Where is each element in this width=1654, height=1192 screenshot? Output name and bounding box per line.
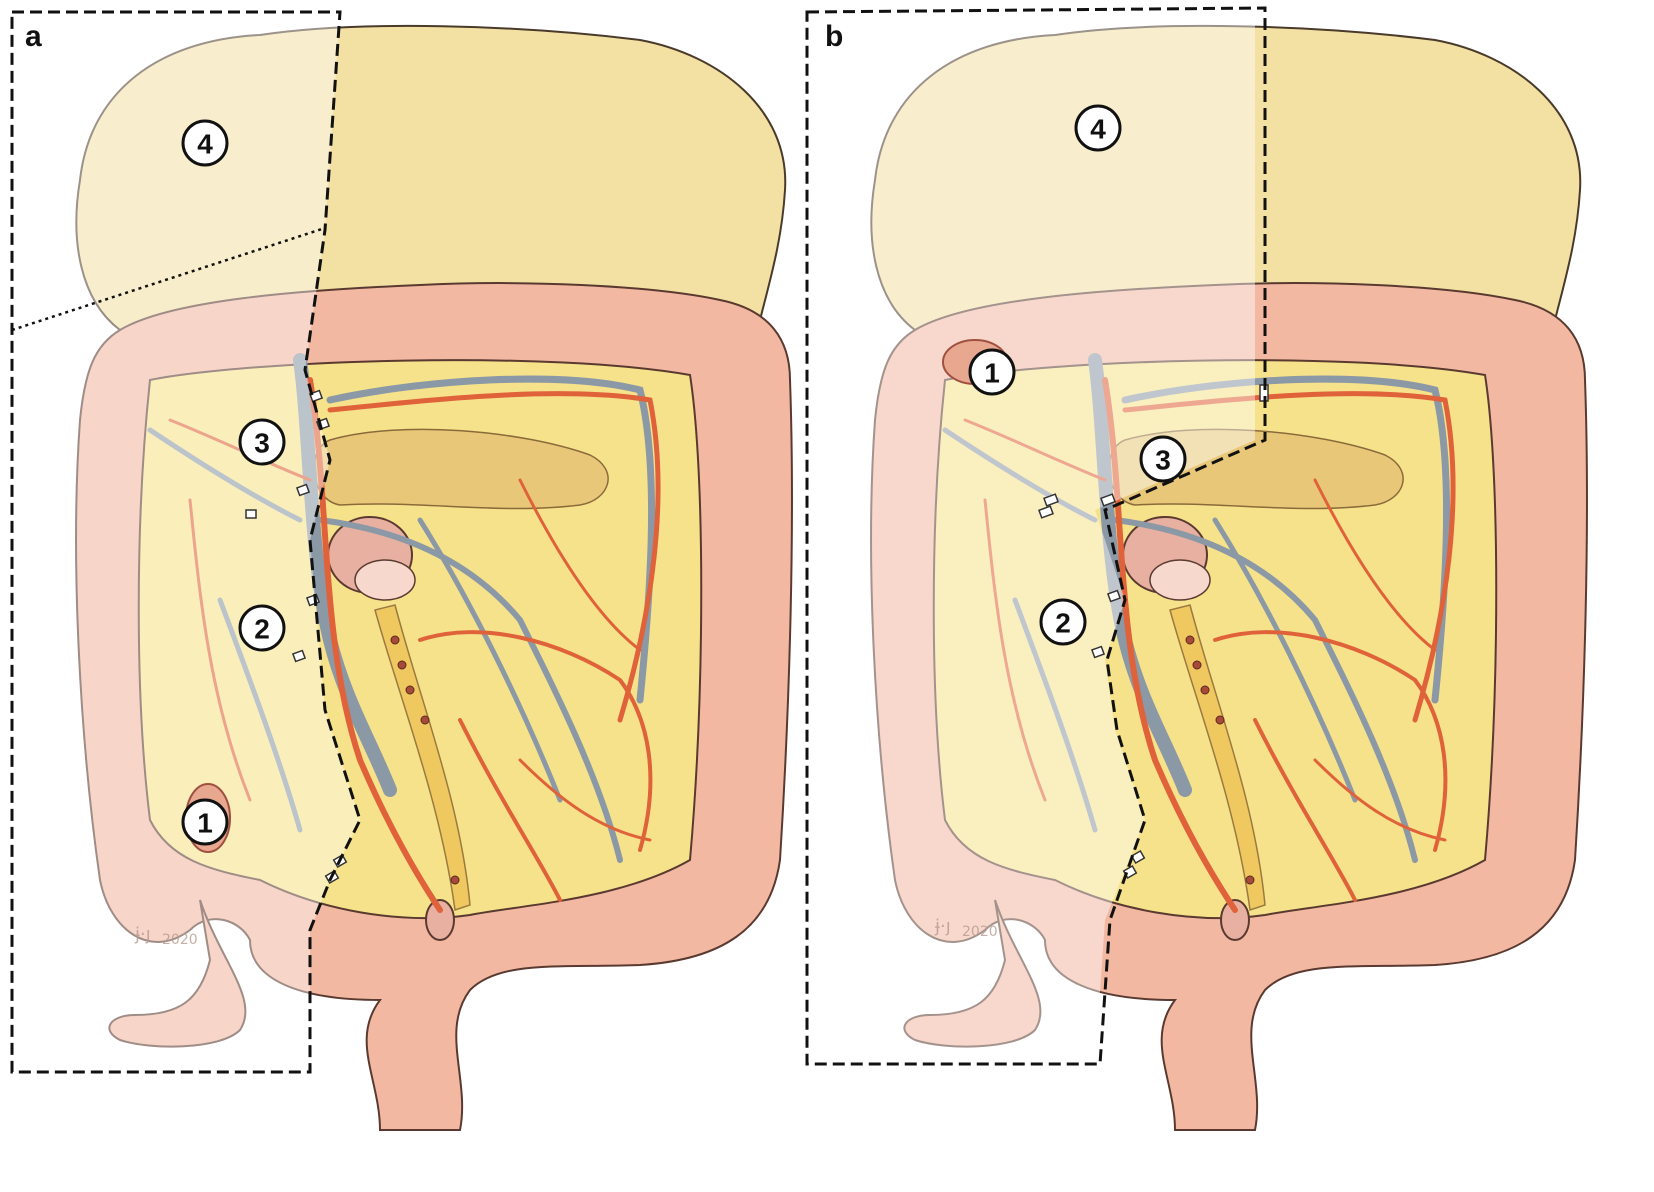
svg-text:ɉ·ȷ: ɉ·ȷ xyxy=(134,924,151,945)
marker-3-a: 3 xyxy=(238,418,286,466)
panel-b: b 4 1 3 2 ɉ·ȷ 2020 xyxy=(805,6,1587,1130)
resection-boundary-b xyxy=(805,6,1267,1066)
svg-text:2: 2 xyxy=(254,614,270,645)
resection-boundary-a xyxy=(10,10,362,1074)
panel-letter-a: a xyxy=(25,20,42,53)
svg-text:4: 4 xyxy=(197,129,213,160)
panel-letter-b: b xyxy=(825,20,843,53)
svg-text:4: 4 xyxy=(1090,114,1106,145)
marker-2-b: 2 xyxy=(1039,598,1087,646)
marker-4-b: 4 xyxy=(1074,104,1122,152)
marker-4-a: 4 xyxy=(181,119,229,167)
omentum-division-line-a xyxy=(11,226,326,332)
svg-text:3: 3 xyxy=(1155,445,1171,476)
marker-1-b: 1 xyxy=(968,348,1016,396)
svg-text:2020: 2020 xyxy=(162,932,198,948)
svg-text:ɉ·ȷ: ɉ·ȷ xyxy=(934,916,951,937)
marker-3-b: 3 xyxy=(1139,435,1187,483)
marker-1-a: 1 xyxy=(181,798,229,846)
svg-text:2: 2 xyxy=(1055,608,1071,639)
artist-signature-a: ɉ·ȷ 2020 xyxy=(134,924,198,948)
panel-a: a 4 3 2 1 ɉ·ȷ 2020 xyxy=(10,10,792,1130)
artist-signature-b: ɉ·ȷ 2020 xyxy=(934,916,998,940)
vessel-clips-b xyxy=(1038,384,1269,879)
marker-2-a: 2 xyxy=(238,604,286,652)
svg-text:1: 1 xyxy=(197,808,213,839)
svg-text:3: 3 xyxy=(254,428,270,459)
svg-text:2020: 2020 xyxy=(962,924,998,940)
svg-text:1: 1 xyxy=(984,358,1000,389)
